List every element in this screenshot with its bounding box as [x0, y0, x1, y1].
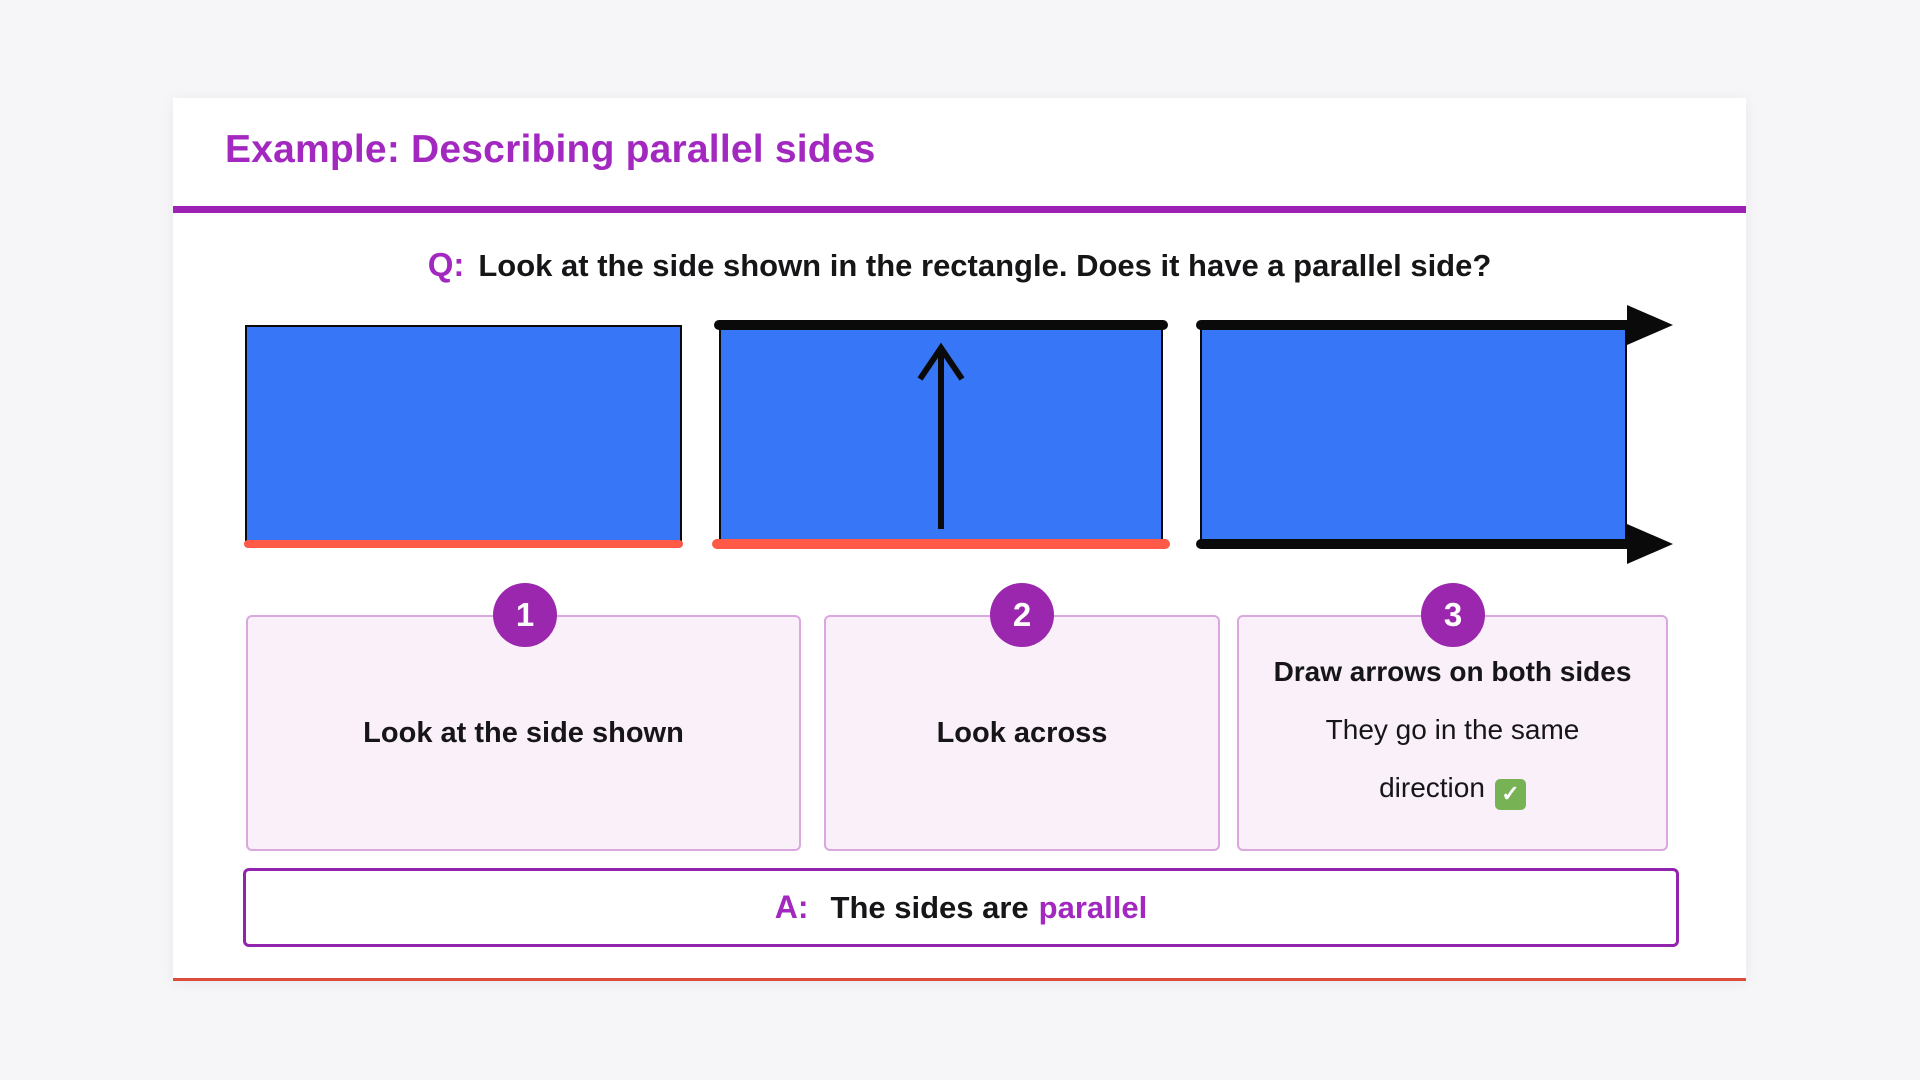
step-3-line2-text: direction	[1379, 772, 1485, 804]
answer-text: The sides are	[830, 889, 1029, 925]
top-arrow-shaft	[1196, 320, 1633, 330]
title-divider	[173, 206, 1746, 213]
question-label: Q:	[427, 246, 465, 283]
page-title: Example: Describing parallel sides	[225, 128, 876, 171]
up-arrow-icon	[917, 342, 965, 529]
rectangle-highlighted-side	[244, 325, 683, 548]
step-2-text: Look across	[936, 716, 1108, 749]
step-2-box: Look across	[824, 615, 1220, 851]
top-right-arrowhead-icon	[1627, 305, 1673, 345]
step-3-line1: They go in the same	[1325, 714, 1580, 746]
highlighted-bottom-side	[712, 539, 1170, 549]
answer-label: A:	[774, 889, 809, 925]
highlighted-bottom-side	[244, 540, 683, 548]
step-1-text: Look at the side shown	[363, 716, 684, 749]
step-3-box: Draw arrows on both sides They go in the…	[1237, 615, 1668, 851]
example-card: Example: Describing parallel sides Q: Loo…	[173, 98, 1746, 981]
bottom-arrow-shaft	[1196, 539, 1633, 549]
check-icon: ✓	[1494, 778, 1526, 810]
bottom-right-arrowhead-icon	[1627, 524, 1673, 564]
top-side-bar	[714, 320, 1168, 330]
rectangle-parallel-arrows	[1196, 305, 1673, 564]
step-3-badge: 3	[1421, 583, 1485, 647]
step-3-title: Draw arrows on both sides	[1273, 656, 1632, 688]
answer-highlight: parallel	[1038, 889, 1148, 925]
step-2-badge: 2	[990, 583, 1054, 647]
question-text: Look at the side shown in the rectangle.…	[478, 248, 1492, 283]
step-3-line2: direction ✓	[1379, 772, 1526, 810]
question-row: Q: Look at the side shown in the rectangl…	[173, 246, 1746, 284]
step-1-badge: 1	[493, 583, 557, 647]
step-1-box: Look at the side shown	[246, 615, 801, 851]
rectangle-look-across	[712, 320, 1170, 549]
